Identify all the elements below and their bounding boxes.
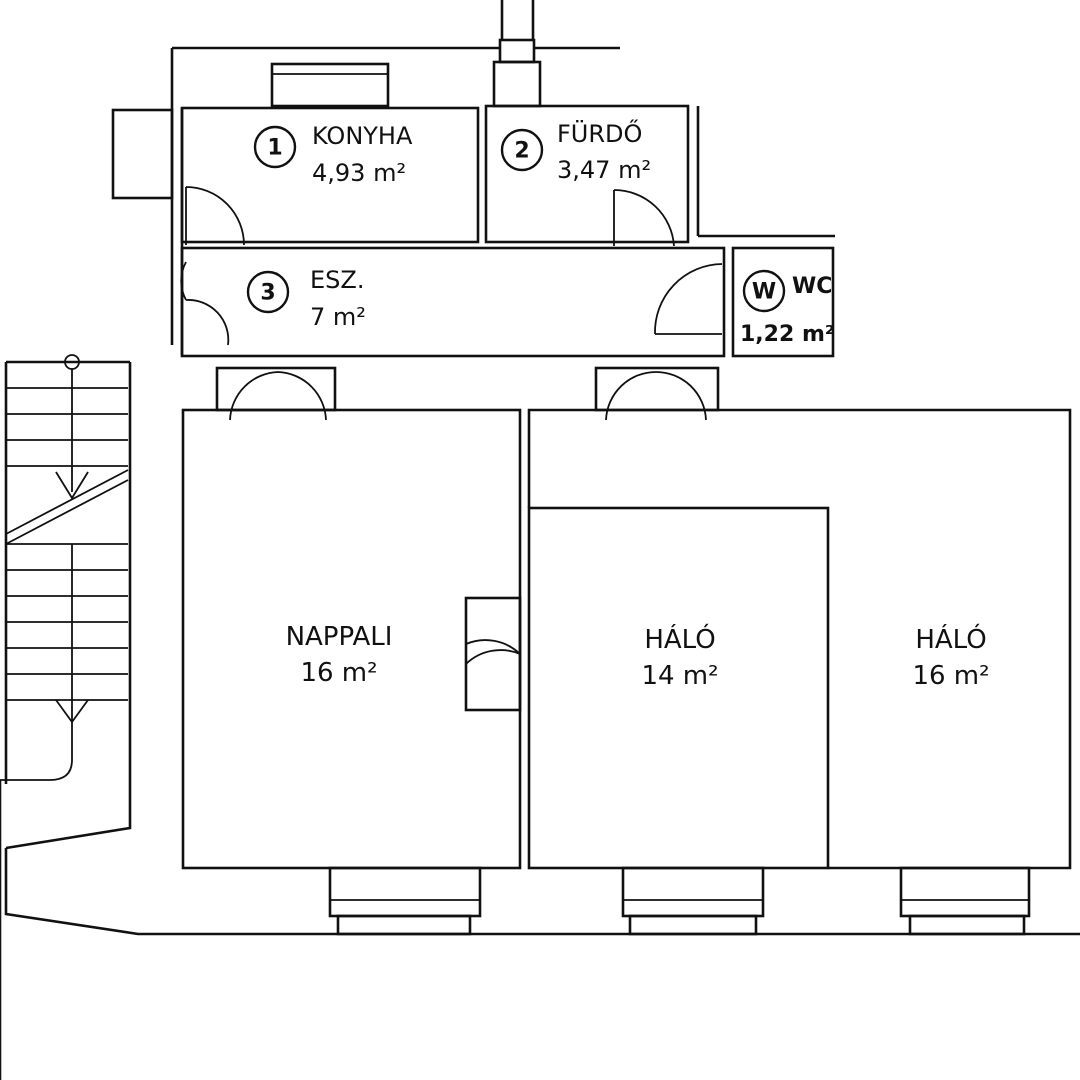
windows-bottom xyxy=(0,362,1080,1080)
label-wc: W WC 1,22 m² xyxy=(740,269,835,347)
service-block-walls xyxy=(111,46,620,355)
room-name: FÜRDŐ xyxy=(557,118,642,148)
label-furdo: 2 FÜRDŐ 3,47 m² xyxy=(500,118,651,184)
room-name: HÁLÓ xyxy=(915,623,986,655)
door-nappali xyxy=(215,366,337,421)
room-area: 14 m² xyxy=(641,661,718,691)
label-halo-2: HÁLÓ 16 m² xyxy=(912,623,989,691)
room-area: 16 m² xyxy=(912,661,989,691)
room-esz xyxy=(180,246,726,358)
room-number: 1 xyxy=(267,136,282,161)
chimney xyxy=(492,0,542,108)
door-halo xyxy=(594,366,720,421)
room-number: 2 xyxy=(514,139,529,164)
room-halo-2 xyxy=(527,408,1072,870)
room-name: ESZ. xyxy=(310,266,364,294)
room-name: NAPPALI xyxy=(286,622,393,652)
label-nappali: NAPPALI 16 m² xyxy=(286,622,393,688)
room-number: W xyxy=(752,280,776,305)
room-number: 3 xyxy=(260,281,275,306)
room-name: HÁLÓ xyxy=(644,623,715,655)
room-area: 1,22 m² xyxy=(740,322,835,347)
room-name: WC xyxy=(792,274,832,299)
room-area: 3,47 m² xyxy=(557,156,651,184)
label-konyha: 1 KONYHA 4,93 m² xyxy=(253,122,413,187)
room-area: 4,93 m² xyxy=(312,159,406,187)
room-konyha xyxy=(180,106,480,246)
double-door-nappali-halo xyxy=(464,596,522,712)
label-esz: 3 ESZ. 7 m² xyxy=(246,266,366,331)
label-halo-1: HÁLÓ 14 m² xyxy=(641,623,718,691)
staircase xyxy=(0,354,130,784)
room-furdo xyxy=(484,104,725,247)
room-wc xyxy=(725,234,835,358)
room-area: 16 m² xyxy=(300,658,377,688)
room-name: KONYHA xyxy=(312,122,413,150)
room-area: 7 m² xyxy=(310,303,366,331)
